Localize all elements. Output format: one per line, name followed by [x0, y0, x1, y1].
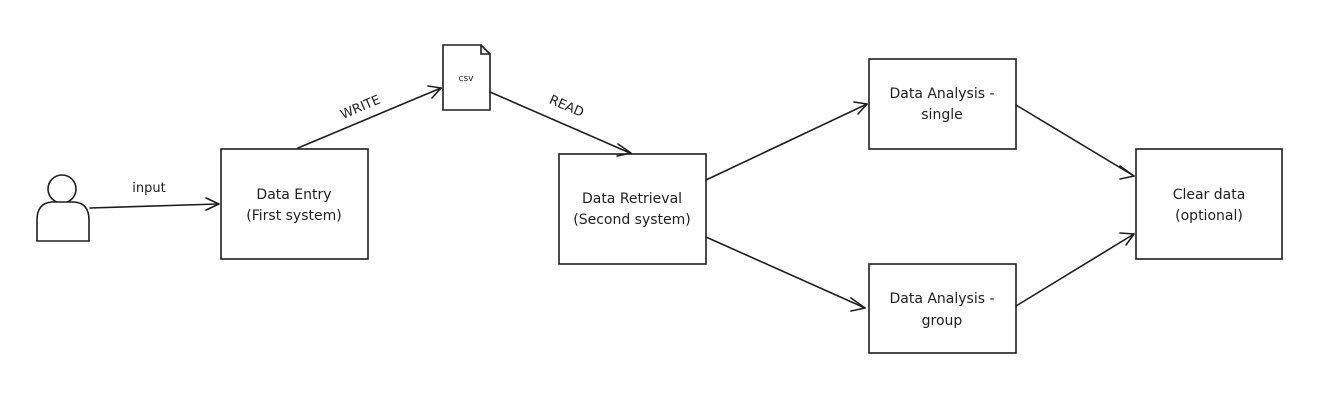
- clear-data-title: Clear data: [1173, 187, 1246, 203]
- csv-file-label: csv: [459, 74, 475, 84]
- data-analysis-group-title: Data Analysis -: [889, 291, 994, 307]
- edge-read: READ: [489, 91, 632, 157]
- edge-input: input: [89, 181, 220, 211]
- document-icon: [442, 44, 491, 111]
- data-entry-node: Data Entry (First system): [220, 148, 369, 260]
- data-retrieval-title: Data Retrieval: [582, 191, 682, 207]
- edge-retrieval-to-single: [705, 101, 868, 181]
- edge-write-label: WRITE: [338, 93, 382, 123]
- person-icon: [36, 174, 90, 242]
- data-entry-title: Data Entry: [256, 187, 331, 203]
- data-analysis-single-node: Data Analysis - single: [868, 58, 1017, 150]
- edge-group-to-clear: [1015, 232, 1135, 307]
- clear-data-node: Clear data (optional): [1135, 148, 1283, 260]
- csv-file-node: csv: [442, 44, 491, 111]
- edge-retrieval-to-group: [705, 236, 866, 312]
- data-entry-subtitle: (First system): [246, 208, 341, 224]
- data-analysis-single-subtitle: single: [921, 107, 962, 123]
- data-analysis-group-node: Data Analysis - group: [868, 263, 1017, 354]
- edge-read-label: READ: [547, 93, 586, 121]
- data-retrieval-subtitle: (Second system): [573, 212, 691, 228]
- data-analysis-single-title: Data Analysis -: [889, 86, 994, 102]
- edge-single-to-clear: [1015, 104, 1135, 180]
- edge-write: WRITE: [297, 85, 442, 149]
- data-retrieval-node: Data Retrieval (Second system): [558, 153, 707, 265]
- edge-input-label: input: [132, 181, 165, 196]
- clear-data-subtitle: (optional): [1175, 208, 1243, 224]
- data-analysis-group-subtitle: group: [922, 313, 963, 329]
